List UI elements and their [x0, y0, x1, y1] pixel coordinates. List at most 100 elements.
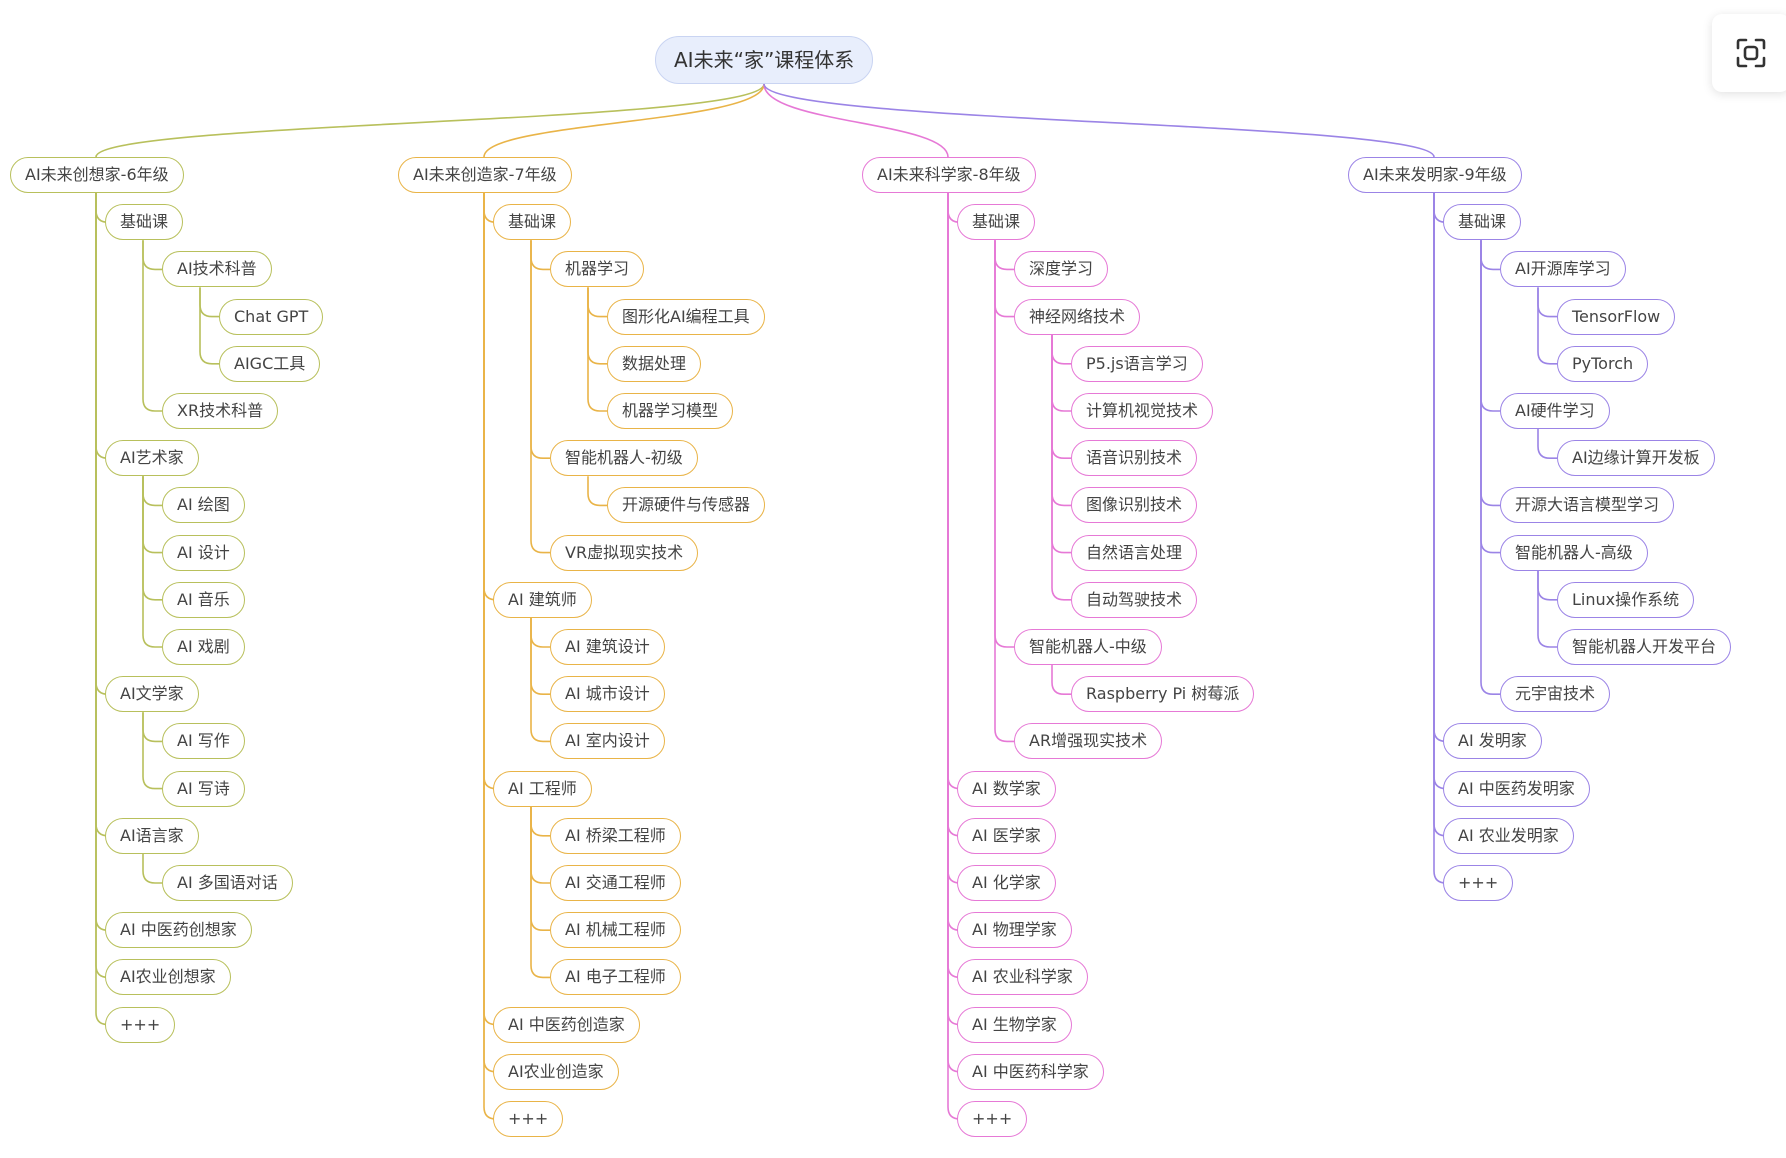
topic-node[interactable]: AI 室内设计 — [550, 723, 665, 760]
topic-node[interactable]: 开源大语言模型学习 — [1500, 487, 1675, 524]
branch-node[interactable]: AI未来创想家-6年级 — [10, 157, 184, 193]
topic-node[interactable]: AI文学家 — [105, 676, 199, 713]
topic-node[interactable]: +++ — [493, 1101, 564, 1137]
connector-line — [947, 193, 961, 1073]
topic-node[interactable]: AI 中医药科学家 — [957, 1053, 1104, 1090]
topic-node[interactable]: AI 数学家 — [957, 770, 1056, 807]
topic-node[interactable]: 基础课 — [1443, 204, 1522, 241]
topic-node[interactable]: 自动驾驶技术 — [1071, 581, 1198, 618]
connector-line — [947, 193, 961, 979]
topic-node[interactable]: AI 机械工程师 — [550, 912, 681, 949]
topic-node[interactable]: AI 城市设计 — [550, 676, 665, 713]
topic-node[interactable]: AI农业创造家 — [493, 1053, 619, 1090]
topic-node[interactable]: AI 中医药创造家 — [493, 1006, 640, 1043]
topic-node[interactable]: 机器学习模型 — [607, 393, 734, 429]
topic-node[interactable]: AI 农业发明家 — [1443, 817, 1574, 854]
topic-node[interactable]: 自然语言处理 — [1071, 534, 1198, 571]
topic-node[interactable]: AI艺术家 — [105, 440, 199, 477]
topic-node[interactable]: AI 中医药创想家 — [105, 912, 252, 949]
topic-node[interactable]: AI 设计 — [162, 534, 245, 571]
topic-node[interactable]: Raspberry Pi 树莓派 — [1071, 676, 1255, 713]
connector-line — [1480, 240, 1500, 695]
topic-node[interactable]: 元宇宙技术 — [1500, 676, 1611, 713]
topic-node[interactable]: 开源硬件与传感器 — [607, 487, 766, 524]
connector-line — [1433, 193, 1447, 743]
topic-node[interactable]: AI 桥梁工程师 — [550, 817, 681, 854]
topic-node[interactable]: TensorFlow — [1557, 298, 1676, 335]
topic-node[interactable]: 图形化AI编程工具 — [607, 298, 765, 335]
topic-node[interactable]: Chat GPT — [219, 298, 324, 335]
root-node[interactable]: AI未来“家”课程体系 — [655, 36, 874, 84]
connector-line — [587, 287, 607, 365]
fit-screen-button[interactable] — [1712, 14, 1786, 92]
topic-node[interactable]: Linux操作系统 — [1557, 581, 1695, 618]
topic-node[interactable]: +++ — [957, 1101, 1028, 1137]
topic-node[interactable]: AI开源库学习 — [1500, 251, 1626, 288]
connector-line — [947, 193, 961, 790]
connector-line — [142, 853, 162, 884]
topic-node[interactable]: 深度学习 — [1014, 251, 1109, 288]
topic-node[interactable]: AI技术科普 — [162, 251, 272, 288]
connector-line — [530, 240, 550, 554]
topic-node[interactable]: AI 中医药发明家 — [1443, 770, 1590, 807]
topic-node[interactable]: XR技术科普 — [162, 393, 279, 429]
connector-line — [530, 806, 550, 931]
topic-node[interactable]: PyTorch — [1557, 345, 1649, 382]
topic-node[interactable]: AI 工程师 — [493, 770, 592, 807]
topic-node[interactable]: VR虚拟现实技术 — [550, 534, 699, 571]
topic-node[interactable]: 机器学习 — [550, 251, 645, 288]
topic-node[interactable]: AI 化学家 — [957, 865, 1056, 901]
topic-node[interactable]: 计算机视觉技术 — [1071, 393, 1214, 429]
topic-node[interactable]: 智能机器人-初级 — [550, 440, 698, 477]
branch-node[interactable]: AI未来发明家-9年级 — [1348, 157, 1522, 193]
connector-line — [947, 193, 961, 837]
connector-line — [142, 476, 162, 554]
topic-node[interactable]: 语音识别技术 — [1071, 440, 1198, 477]
connector-line — [142, 240, 162, 271]
topic-node[interactable]: AI 音乐 — [162, 581, 245, 618]
topic-node[interactable]: 智能机器人-高级 — [1500, 534, 1648, 571]
topic-node[interactable]: AI 医学家 — [957, 817, 1056, 854]
topic-node[interactable]: 基础课 — [957, 204, 1036, 241]
topic-node[interactable]: AIGC工具 — [219, 345, 321, 382]
root-connector — [95, 83, 765, 158]
topic-node[interactable]: 智能机器人开发平台 — [1557, 629, 1732, 665]
topic-node[interactable]: AI 戏剧 — [162, 629, 245, 665]
topic-node[interactable]: AI 建筑师 — [493, 581, 592, 618]
topic-node[interactable]: AI硬件学习 — [1500, 393, 1610, 429]
root-connector — [483, 83, 765, 158]
topic-node[interactable]: AI边缘计算开发板 — [1557, 440, 1715, 477]
connector-line — [483, 193, 497, 1026]
topic-node[interactable]: AI 建筑设计 — [550, 629, 665, 665]
topic-node[interactable]: AI 生物学家 — [957, 1006, 1072, 1043]
topic-node[interactable]: AI 写诗 — [162, 770, 245, 807]
connector-line — [1537, 429, 1557, 459]
topic-node[interactable]: +++ — [105, 1006, 176, 1043]
topic-node[interactable]: AI 交通工程师 — [550, 865, 681, 901]
topic-node[interactable]: AI 多国语对话 — [162, 865, 293, 901]
topic-node[interactable]: AI 写作 — [162, 723, 245, 760]
topic-node[interactable]: AI 发明家 — [1443, 723, 1542, 760]
connector-line — [95, 193, 109, 459]
connector-line — [1537, 287, 1557, 365]
topic-node[interactable]: 数据处理 — [607, 345, 702, 382]
topic-node[interactable]: AR增强现实技术 — [1014, 723, 1163, 760]
topic-node[interactable]: AI语言家 — [105, 817, 199, 854]
connector-line — [1051, 334, 1071, 412]
topic-node[interactable]: P5.js语言学习 — [1071, 345, 1203, 382]
connector-line — [530, 240, 550, 459]
topic-node[interactable]: 基础课 — [493, 204, 572, 241]
branch-node[interactable]: AI未来科学家-8年级 — [862, 157, 1036, 193]
topic-node[interactable]: +++ — [1443, 865, 1514, 901]
topic-node[interactable]: AI 农业科学家 — [957, 959, 1088, 996]
topic-node[interactable]: 智能机器人-中级 — [1014, 629, 1162, 665]
topic-node[interactable]: AI农业创想家 — [105, 959, 231, 996]
topic-node[interactable]: AI 电子工程师 — [550, 959, 681, 996]
topic-node[interactable]: AI 绘图 — [162, 487, 245, 524]
topic-node[interactable]: AI 物理学家 — [957, 912, 1072, 949]
topic-node[interactable]: 神经网络技术 — [1014, 298, 1141, 335]
topic-node[interactable]: 图像识别技术 — [1071, 487, 1198, 524]
branch-node[interactable]: AI未来创造家-7年级 — [398, 157, 572, 193]
topic-node[interactable]: 基础课 — [105, 204, 184, 241]
